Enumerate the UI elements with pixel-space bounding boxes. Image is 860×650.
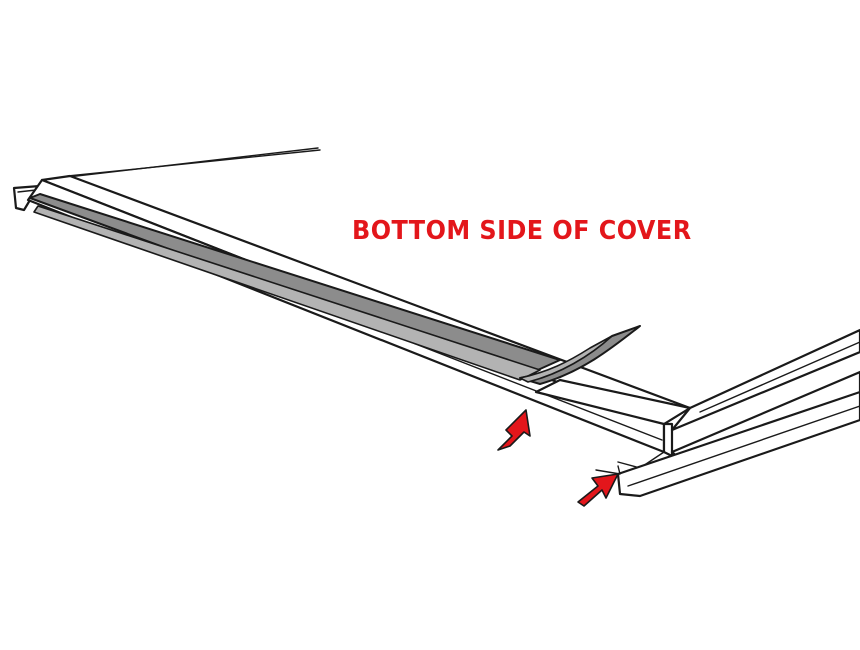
seal-strip-peeled-end [519,325,641,385]
seal-strip [29,193,561,381]
lower-arrow-icon [577,473,619,507]
cover-panel-back-edge [41,147,321,181]
cover-front-panel [595,328,860,498]
bottom-side-label: BOTTOM SIDE OF COVER [352,216,692,246]
upper-arrow-icon [497,409,531,451]
